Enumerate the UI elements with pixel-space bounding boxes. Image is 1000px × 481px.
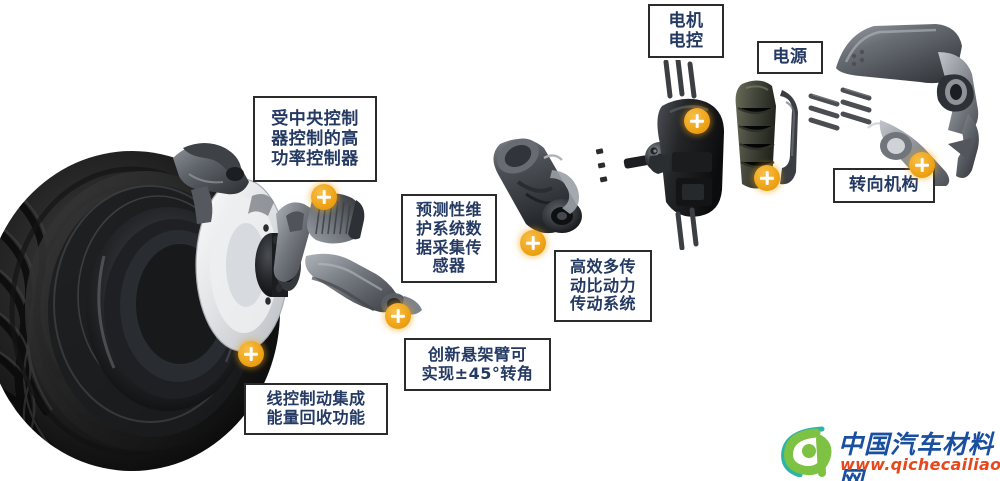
hotspot-battery[interactable] <box>754 165 780 191</box>
hotspot-gearbox[interactable] <box>520 230 546 256</box>
callout-brake-by-wire-regen[interactable]: 线控制动集成 能量回收功能 <box>244 383 388 435</box>
callout-multi-ratio-powertrain[interactable]: 高效多传 动比动力 传动系统 <box>554 250 652 322</box>
watermark-url: www.qichecailiao.com <box>840 455 1000 474</box>
callout-high-power-controller[interactable]: 受中央控制 器控制的高 功率控制器 <box>253 96 377 182</box>
steering-knuckle-part <box>836 24 979 186</box>
hotspot-upper-control-arm[interactable] <box>311 184 337 210</box>
gearbox-part <box>493 138 582 234</box>
bolt-set-part <box>808 87 872 131</box>
upper-control-arm-part <box>173 143 249 224</box>
watermark-brand: 中国汽车材料网 <box>838 430 995 481</box>
hotspot-lower-control-arm[interactable] <box>385 303 411 329</box>
lower-control-arm-part <box>273 193 422 315</box>
hotspot-brake-disc[interactable] <box>238 341 264 367</box>
callout-motor-controller[interactable]: 电机 电控 <box>648 4 724 58</box>
hotspot-motor[interactable] <box>684 108 710 134</box>
hotspot-steering-knuckle[interactable] <box>909 152 935 178</box>
callout-predictive-maintenance-sensor[interactable]: 预测性维 护系统数 据采集传 感器 <box>401 194 497 283</box>
callout-power-supply[interactable]: 电源 <box>757 41 823 74</box>
callout-suspension-arm-45deg[interactable]: 创新悬架臂可 实现±45°转角 <box>404 338 551 391</box>
watermark-logo: 中国汽车材料网 www.qichecailiao.com <box>776 423 1000 481</box>
